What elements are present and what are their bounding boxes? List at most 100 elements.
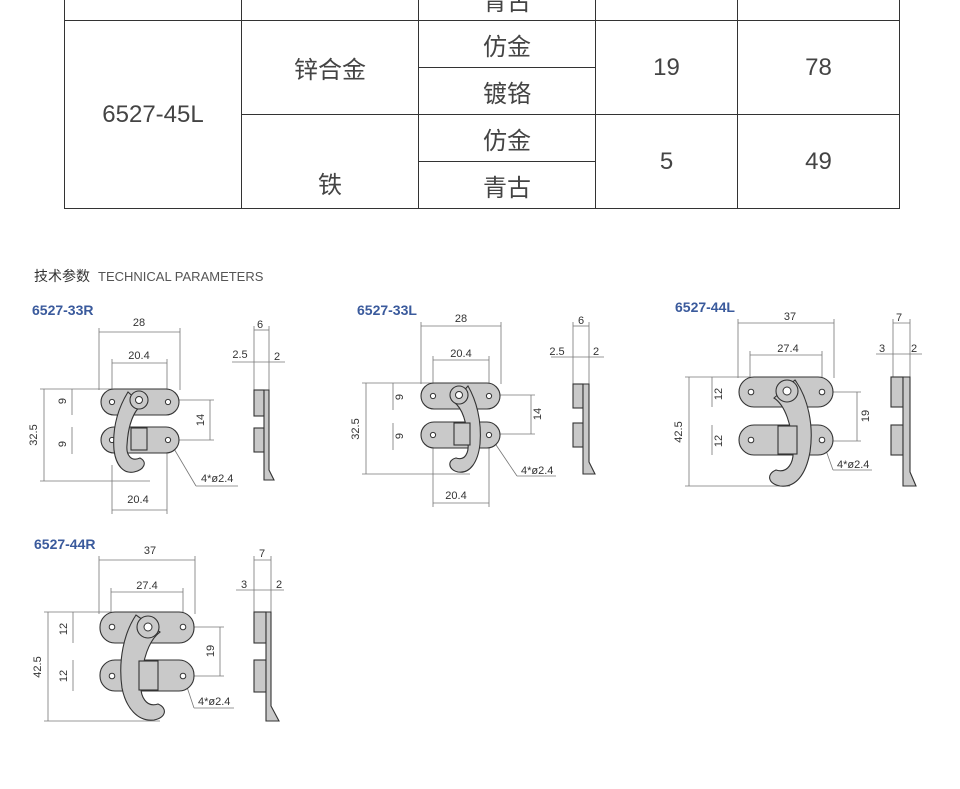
- mounting-hole: [164, 436, 172, 444]
- dim-label: 12: [58, 670, 70, 682]
- section-title-en: TECHNICAL PARAMETERS: [98, 269, 264, 284]
- table-row: 镀铬: [65, 67, 900, 115]
- dim-label: 20.4: [450, 348, 471, 360]
- dim-label: 2: [276, 579, 282, 591]
- dim-label: 9: [394, 394, 406, 400]
- dim-label: 12: [58, 623, 70, 635]
- dim-label: 2: [911, 343, 917, 355]
- side-plate: [890, 376, 904, 408]
- pivot-icon: [782, 386, 792, 396]
- mounting-hole: [747, 388, 755, 396]
- model-label: 6527-33R: [32, 302, 94, 318]
- mounting-hole: [164, 398, 172, 406]
- dim-label: 9: [57, 398, 69, 404]
- finish-cell: 青古: [418, 161, 596, 209]
- latch-hook: [113, 391, 145, 473]
- mounting-hole: [429, 392, 437, 400]
- dim-label: 9: [57, 441, 69, 447]
- mounting-hole: [179, 672, 187, 680]
- mounting-hole: [818, 436, 826, 444]
- mounting-hole: [818, 388, 826, 396]
- side-plate: [572, 383, 584, 409]
- dim-label: 32.5: [350, 418, 362, 439]
- drawing-6527-44l: 37 27.4 42.5 12 12 19 4*ø2.4 7 3 2: [673, 311, 922, 487]
- side-plate: [890, 424, 904, 456]
- dim-label: 42.5: [673, 421, 685, 442]
- model-label: 6527-33L: [357, 302, 417, 318]
- pivot-icon: [455, 391, 463, 399]
- section-title: 技术参数 TECHNICAL PARAMETERS: [34, 266, 263, 286]
- mounting-hole: [108, 398, 116, 406]
- dim-label: 3: [879, 343, 885, 355]
- dim-label: 27.4: [777, 343, 798, 355]
- dim-label: 20.4: [127, 494, 148, 506]
- dim-label: 4*ø2.4: [198, 696, 230, 708]
- mounting-hole: [429, 431, 437, 439]
- model-label: 6527-44R: [34, 536, 96, 552]
- dim-label: 6: [578, 315, 584, 327]
- dim-label: 19: [205, 645, 217, 657]
- mounting-hole: [485, 392, 493, 400]
- mounting-hole: [485, 431, 493, 439]
- mounting-hole: [108, 623, 116, 631]
- value-cell: 49: [737, 114, 900, 209]
- table-row: 铁 仿金 5 49: [65, 114, 900, 209]
- dim-label: 27.4: [136, 580, 157, 592]
- dim-label: 14: [532, 408, 544, 420]
- dim-label: 3: [241, 579, 247, 591]
- dim-label: 7: [896, 312, 902, 324]
- dim-label: 37: [144, 545, 156, 557]
- model-cell: 6527-45L: [64, 20, 242, 209]
- dim-label: 6: [257, 319, 263, 331]
- dim-label: 2.5: [549, 346, 564, 358]
- drawing-6527-33r: 28 20.4 20.4 32.5 9 9 14 4*ø2.4 6 2.5 2: [28, 317, 285, 514]
- dim-label: 12: [713, 388, 725, 400]
- dim-label: 14: [195, 414, 207, 426]
- section-title-cn: 技术参数: [34, 268, 90, 284]
- dim-label: 28: [455, 313, 467, 325]
- model-label: 6527-44L: [675, 299, 735, 315]
- mounting-hole: [747, 436, 755, 444]
- dim-label: 32.5: [28, 424, 40, 445]
- drawing-6527-33l: 28 20.4 20.4 32.5 9 9 14 4*ø2.4 6 2.5 2: [350, 313, 604, 507]
- finish-cell: 仿金: [418, 114, 596, 162]
- dim-label: 20.4: [128, 350, 149, 362]
- dim-label: 2: [593, 346, 599, 358]
- dim-label: 19: [860, 410, 872, 422]
- spec-table: 青古 6527-45L 锌合金 仿金 19 78 镀铬 铁 仿金 5 49 青古: [64, 0, 900, 209]
- dim-label: 28: [133, 317, 145, 329]
- value-cell: 78: [737, 20, 900, 115]
- dim-label: 4*ø2.4: [201, 473, 233, 485]
- dim-label: 20.4: [445, 490, 466, 502]
- side-plate: [253, 389, 265, 417]
- latch-catch: [130, 427, 148, 451]
- side-hook: [265, 611, 280, 722]
- dim-label: 37: [784, 311, 796, 323]
- dim-label: 4*ø2.4: [837, 459, 869, 471]
- pivot-icon: [135, 396, 143, 404]
- dim-label: 4*ø2.4: [521, 465, 553, 477]
- latch-catch: [138, 660, 159, 691]
- material-cell: 铁: [241, 114, 419, 209]
- side-hook: [263, 389, 275, 481]
- table-row: 青古: [65, 161, 900, 209]
- drawing-6527-44r: 37 27.4 42.5 12 12 19 4*ø2.4 7 3 2: [32, 545, 284, 722]
- dim-label: 2: [274, 351, 280, 363]
- dim-label: 42.5: [32, 656, 44, 677]
- mounting-hole: [179, 623, 187, 631]
- pivot-icon: [143, 622, 153, 632]
- side-hook: [582, 383, 596, 475]
- mounting-hole: [108, 672, 116, 680]
- side-plate: [253, 611, 267, 644]
- dim-label: 9: [394, 433, 406, 439]
- dim-label: 2.5: [232, 349, 247, 361]
- dim-label: 12: [713, 435, 725, 447]
- side-plate: [253, 659, 267, 693]
- latch-catch: [777, 425, 798, 455]
- latch-catch: [453, 422, 471, 446]
- side-plate: [253, 427, 265, 453]
- side-plate: [572, 422, 584, 448]
- value-cell: 5: [595, 114, 738, 209]
- dim-label: 7: [259, 548, 265, 560]
